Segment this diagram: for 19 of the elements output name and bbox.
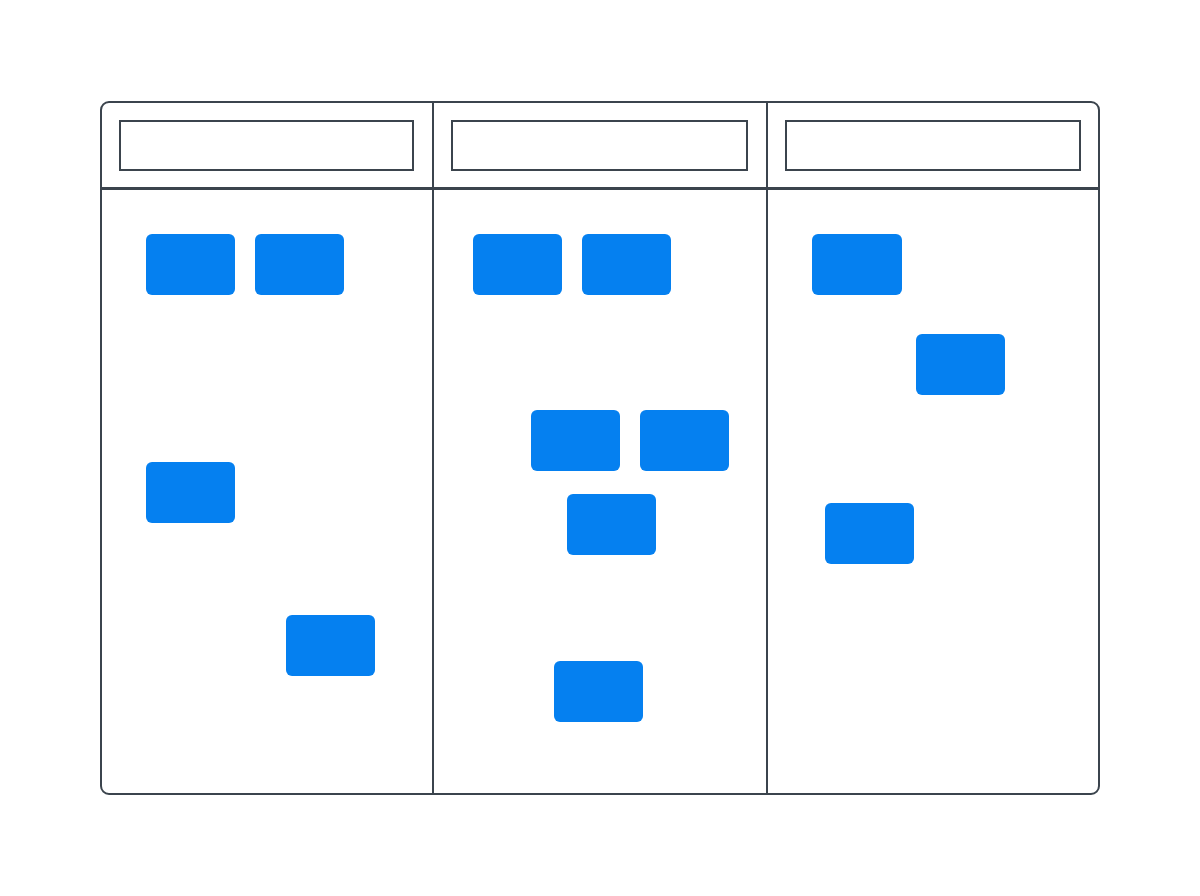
task-card: [254, 233, 344, 295]
column-title-box: [784, 119, 1081, 171]
task-card: [915, 333, 1005, 395]
task-card: [145, 233, 235, 295]
task-card: [553, 660, 643, 722]
column-title-box: [450, 119, 748, 171]
task-card: [581, 233, 671, 295]
column-title-box: [118, 119, 414, 171]
task-card: [639, 409, 729, 471]
board-column: [100, 101, 435, 795]
task-card: [472, 233, 562, 295]
task-card: [566, 493, 656, 555]
task-card: [811, 233, 902, 295]
board-column: [431, 101, 769, 795]
board-column: [765, 101, 1100, 795]
task-card: [824, 502, 914, 564]
task-card: [530, 409, 620, 471]
task-card: [145, 461, 235, 523]
task-card: [285, 614, 375, 676]
